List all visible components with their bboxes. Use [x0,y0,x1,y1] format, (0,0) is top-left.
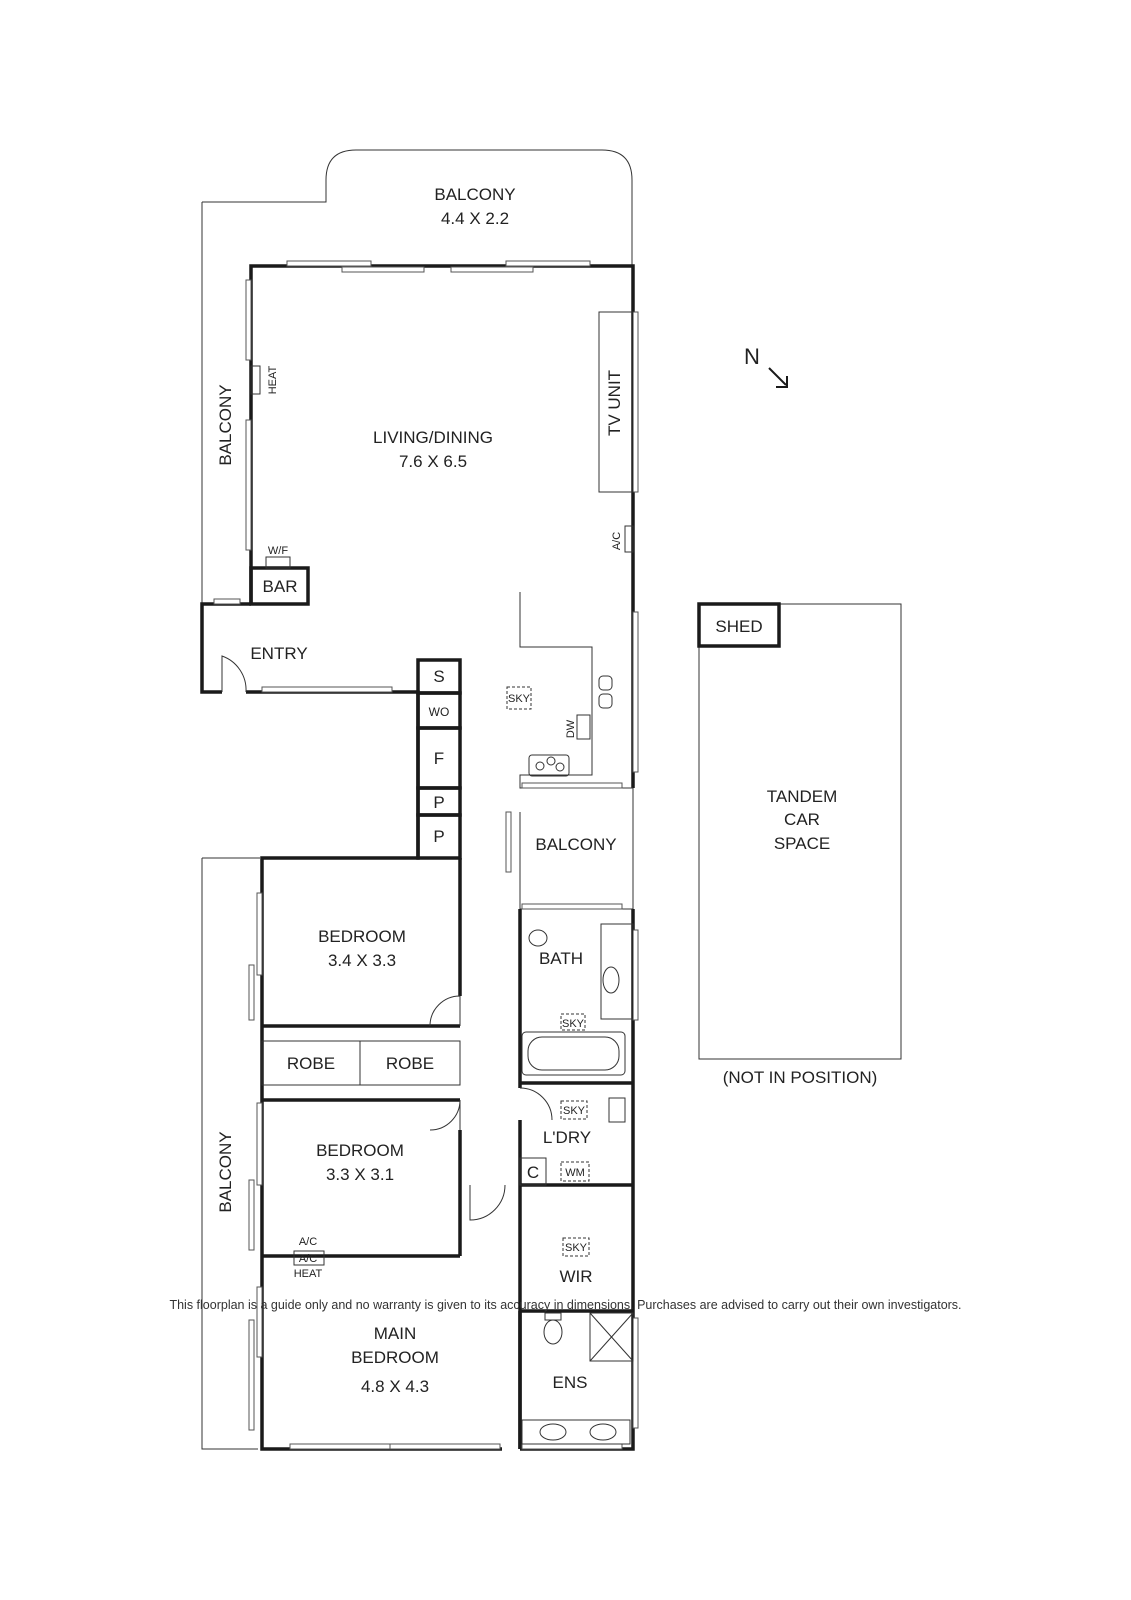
bath-toilet [528,929,548,947]
dw-label: DW [565,719,577,738]
sky-bath-label: SKY [562,1018,585,1030]
ldry-sink [608,1097,626,1123]
bedroom1-label: BEDROOM [318,927,406,946]
ens-basin-1 [539,1423,567,1441]
robe2-label: ROBE [386,1054,434,1073]
kitchen-outline [519,592,633,789]
heat-label: HEAT [267,365,279,394]
sky-wir-label: SKY [565,1242,588,1254]
storage-p2-label: P [433,827,444,846]
sky-ldry-box [560,1100,588,1120]
ens-basin-2 [589,1423,617,1441]
cooktop [528,754,570,777]
balcony-left-bottom-label: BALCONY [216,1131,235,1212]
storage-wo-label: WO [429,705,450,719]
tv-unit-box [598,311,634,493]
main-bedroom-label-1: MAIN [374,1324,417,1343]
main-bedroom-label-2: BEDROOM [351,1348,439,1367]
wir-label: WIR [559,1267,592,1286]
bath-basin [602,966,620,994]
ens-label: ENS [553,1373,588,1392]
car-space-label-2: CAR [784,810,820,829]
sky-kitchen-box [506,686,532,710]
entry-door [221,655,247,693]
balcony-top-outline [202,149,633,266]
c-box [519,1157,547,1186]
ens-shower [589,1312,634,1362]
storage-f-label: F [434,749,444,768]
ens-shower-x2 [589,1312,634,1362]
living-dims: 7.6 X 6.5 [399,452,467,471]
north-label: N [744,344,760,369]
car-space-label-1: TANDEM [767,787,838,806]
bathtub [521,1031,626,1076]
bedroom2-label: BEDROOM [316,1141,404,1160]
wm-label: WM [565,1167,585,1179]
storage-p2 [416,813,462,860]
sink-2 [598,693,613,709]
burner-3 [555,762,565,772]
ac-box [624,525,634,553]
tv-unit-label: TV UNIT [605,370,624,436]
wm-box [560,1161,590,1182]
balcony-top-dims: 4.4 X 2.2 [441,209,509,228]
shed-label: SHED [715,617,762,636]
c-label: C [527,1163,539,1182]
disclaimer: This floorplan is a guide only and no wa… [169,1298,962,1312]
ens-toilet [543,1319,563,1345]
ldry-door [519,1087,553,1121]
ac-heat-mid-label: A/C [299,1253,317,1265]
ens-toilet-cistern [544,1312,562,1321]
ac-heat-top-label: A/C [299,1236,317,1248]
entry-south-wall [246,690,420,1026]
robe1-label: ROBE [287,1054,335,1073]
bathtub-inner [527,1036,620,1071]
burner-1 [535,761,545,771]
heat-box [250,365,261,395]
sink-1 [598,675,613,691]
bedroom1-dims: 3.4 X 3.3 [328,951,396,970]
dw-box [576,714,591,740]
sky-wir-box [562,1237,590,1257]
not-in-position-label: (NOT IN POSITION) [723,1068,878,1087]
ac-label: A/C [611,532,623,550]
burner-2 [546,756,556,766]
ac-heat-bottom-label: HEAT [294,1268,323,1280]
bath-label: BATH [539,949,583,968]
balcony-top-label: BALCONY [434,185,515,204]
hall-door [469,1184,506,1221]
balcony-mid-label: BALCONY [535,835,616,854]
storage-s-label: S [433,667,444,686]
ens-vanity [521,1419,631,1445]
entry-label: ENTRY [250,644,307,663]
ac-heat-box [293,1250,325,1266]
wf-label: W/F [268,545,288,557]
bar-label: BAR [263,577,298,596]
living-label: LIVING/DINING [373,428,493,447]
entry-wall [200,602,251,694]
balcony-mid-wall [519,812,633,910]
balcony-left-bottom-outline [201,857,260,1450]
bath-vanity [600,923,634,1020]
robe-box-2 [359,1040,461,1086]
sky-ldry-label: SKY [563,1105,586,1117]
bed2-door [429,1099,461,1131]
north-arrow [768,367,788,388]
bedroom2-dims: 3.3 X 3.1 [326,1165,394,1184]
tandem-car-space-outline [698,603,902,1060]
storage-p1-label: P [433,793,444,812]
shed-box [697,602,781,648]
main-bedroom-dims: 4.8 X 4.3 [361,1377,429,1396]
wf-box [265,556,291,569]
car-space-label-3: SPACE [774,834,830,853]
bed1-door [429,995,461,1027]
sky-bath-box [560,1013,586,1031]
sky-kitchen-label: SKY [508,693,531,705]
balcony-left-top-label: BALCONY [216,384,235,465]
ldry-label: L'DRY [543,1128,591,1147]
